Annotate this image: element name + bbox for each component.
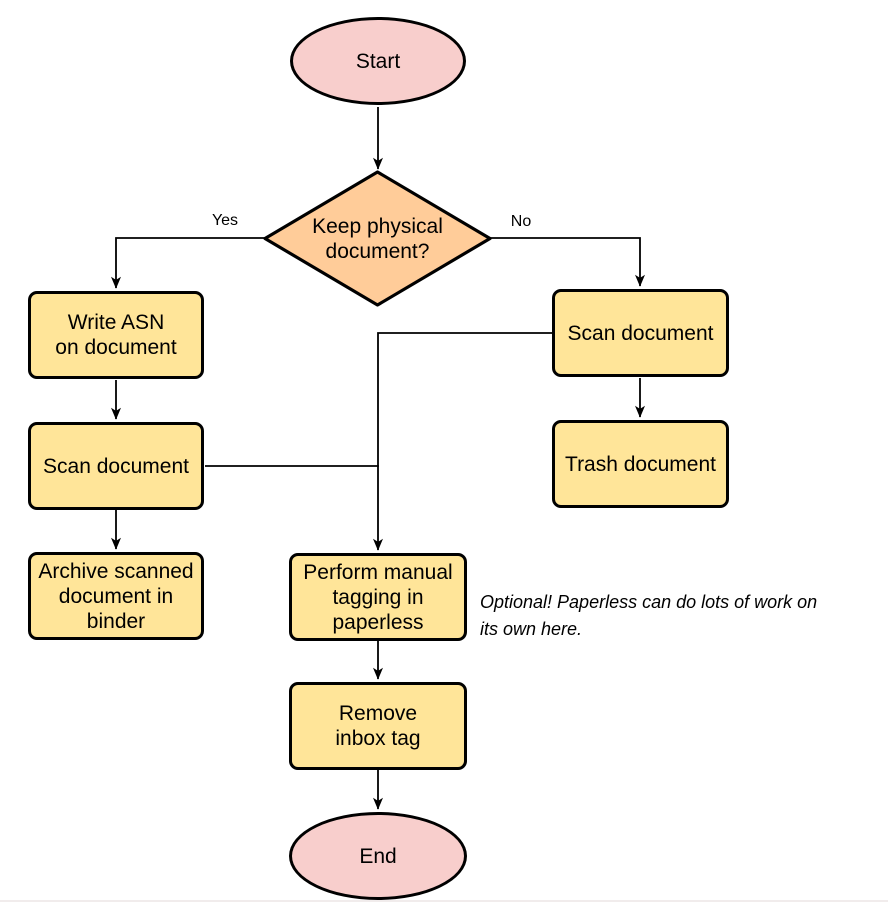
node-end: End: [289, 812, 467, 900]
node-tagging-line: tagging in: [332, 585, 424, 609]
node-scan-left: Scan document: [28, 422, 204, 510]
edge-decision-yes-to-write-asn: [111, 237, 266, 289]
decision-diamond-shape: [263, 170, 492, 307]
bottom-divider: [0, 900, 888, 902]
node-scan-left-label: Scan document: [43, 454, 189, 478]
node-archive-line: binder: [86, 609, 146, 633]
annotation-optional: Optional! Paperless can do lots of work …: [480, 589, 888, 643]
node-tagging: Perform manual tagging in paperless: [289, 553, 467, 641]
node-scan-right: Scan document: [552, 289, 729, 377]
node-tagging-line: paperless: [332, 610, 424, 634]
annotation-line: its own here.: [480, 619, 583, 639]
annotation-line: Optional! Paperless can do lots of work …: [480, 592, 818, 612]
node-decision: Keep physical document?: [265, 172, 490, 305]
node-archive: Archive scanned document in binder: [28, 552, 204, 640]
edge-decision-no-to-scan-right: [489, 237, 645, 287]
edge-scan-right-to-tagging: [373, 332, 552, 551]
node-decision-line: document?: [325, 239, 430, 263]
node-archive-line: document in: [58, 584, 174, 608]
edge-label-yes: Yes: [211, 212, 239, 229]
node-remove-inbox: Remove inbox tag: [289, 682, 467, 770]
edge-label-no: No: [510, 213, 532, 230]
node-remove-inbox-line: Remove: [338, 702, 418, 725]
node-tagging-line: Perform manual: [303, 560, 453, 584]
node-end-label: End: [359, 844, 397, 868]
node-write-asn-line: Write ASN: [67, 311, 165, 334]
node-remove-inbox-line: inbox tag: [335, 727, 421, 750]
node-scan-right-label: Scan document: [567, 321, 714, 345]
node-start-label: Start: [355, 49, 401, 73]
node-start: Start: [290, 17, 466, 105]
node-write-asn: Write ASN on document: [28, 291, 204, 379]
node-trash-label: Trash document: [565, 452, 716, 476]
node-archive-line: Archive scanned: [38, 559, 194, 583]
node-decision-line: Keep physical: [312, 214, 443, 238]
node-write-asn-line: on document: [55, 336, 177, 359]
node-trash: Trash document: [552, 420, 729, 508]
